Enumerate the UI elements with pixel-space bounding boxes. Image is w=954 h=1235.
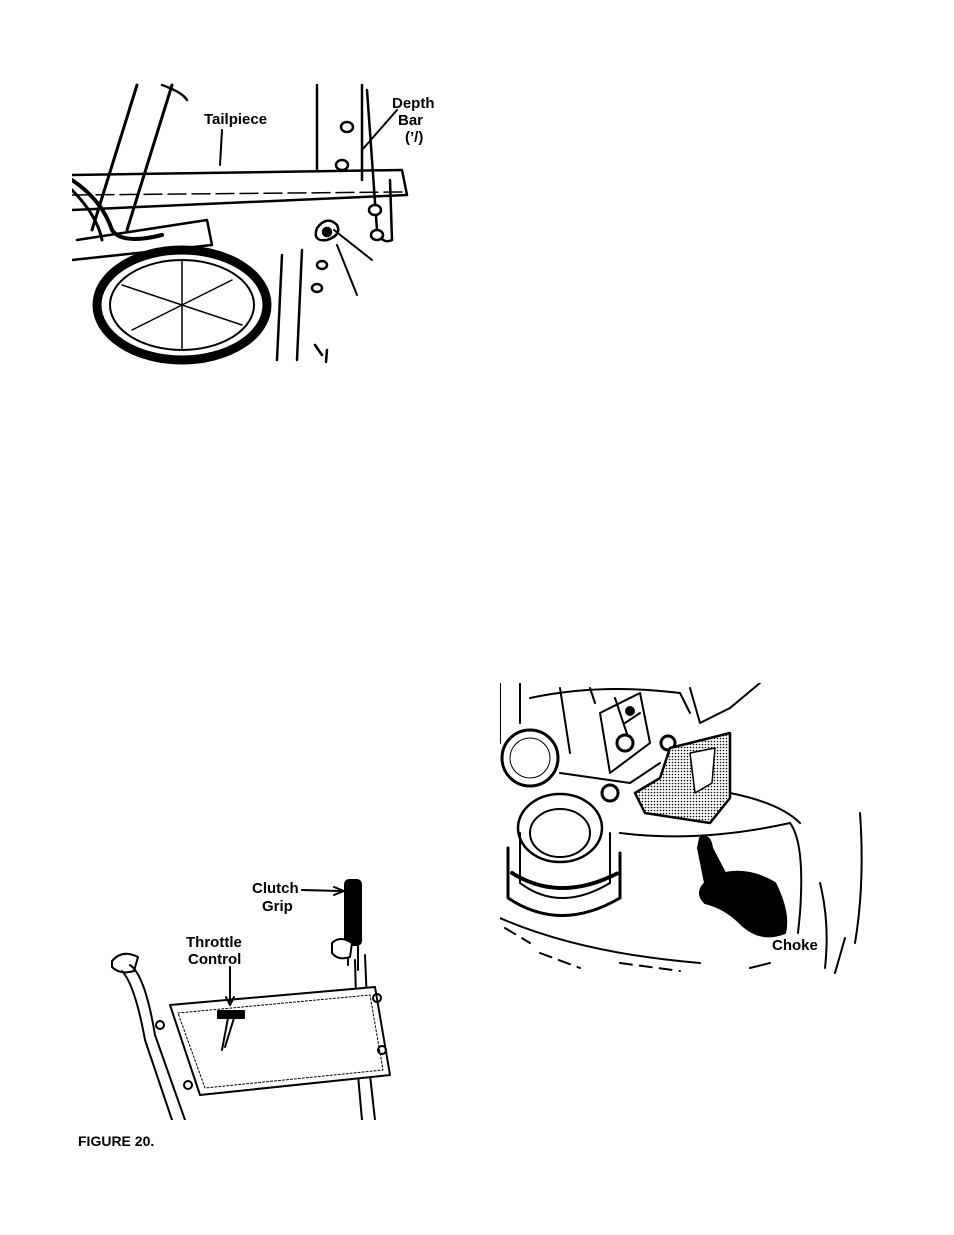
depth-bar-label-line1: Depth bbox=[392, 96, 435, 112]
depth-bar-label-line2: Bar bbox=[398, 113, 423, 129]
choke-label: Choke bbox=[772, 938, 818, 954]
handle-controls-figure: Clutch Grip Throttle Control bbox=[100, 875, 420, 1120]
depth-bar-label-line3: (’/) bbox=[405, 130, 423, 146]
tailpiece-figure: Tailpiece Depth Bar (’/) bbox=[72, 80, 442, 365]
figure-caption: FIGURE 20. bbox=[78, 1133, 154, 1149]
throttle-control-label-line2: Control bbox=[188, 952, 241, 968]
engine-illustration bbox=[500, 683, 872, 975]
clutch-grip-label-line2: Grip bbox=[262, 899, 293, 915]
handle-illustration bbox=[100, 875, 420, 1120]
tailpiece-label: Tailpiece bbox=[204, 112, 267, 128]
engine-choke-figure: Choke bbox=[500, 683, 872, 975]
throttle-control-label-line1: Throttle bbox=[186, 935, 242, 951]
clutch-grip-label-line1: Clutch bbox=[252, 881, 299, 897]
